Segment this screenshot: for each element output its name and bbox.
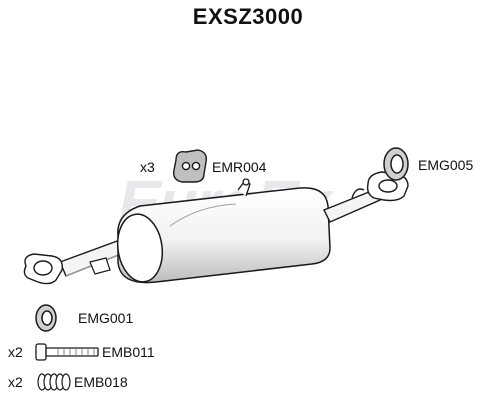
body-hanger-rod — [237, 178, 251, 197]
gasket-emg005-icon — [383, 147, 409, 181]
silencer-body — [116, 187, 331, 284]
inlet-hanger-bracket — [89, 257, 111, 275]
emb011-label: EMB011 — [102, 344, 155, 360]
inlet-flange — [23, 253, 63, 285]
spring-emb018-icon — [37, 373, 71, 391]
emr004-label: EMR004 — [212, 159, 267, 175]
page-title: EXSZ3000 — [192, 4, 304, 29]
outlet-pipe — [323, 188, 382, 223]
gasket-emg001-icon — [35, 304, 57, 332]
rubber-hanger-emr004-icon — [172, 149, 208, 183]
emb011-quantity: x2 — [8, 344, 23, 360]
emb018-label: EMB018 — [74, 374, 128, 390]
emg005-label: EMG005 — [418, 157, 474, 173]
emg001-label: EMG001 — [78, 310, 134, 326]
emb018-quantity: x2 — [8, 374, 23, 390]
bolt-emb011-icon — [35, 343, 99, 361]
emr004-quantity: x3 — [140, 159, 155, 175]
